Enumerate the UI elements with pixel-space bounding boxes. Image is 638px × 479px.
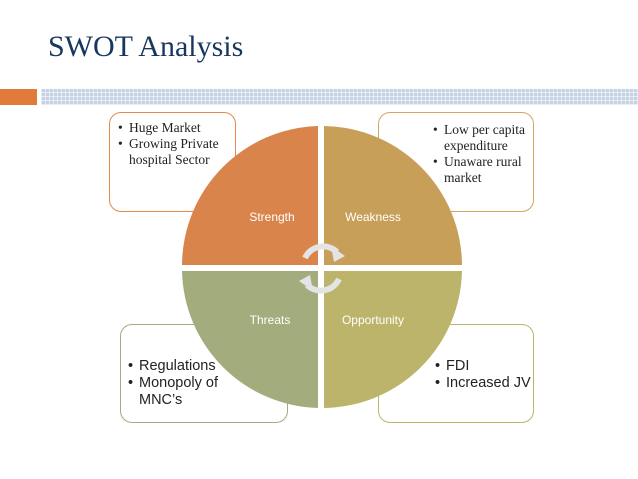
threats-label: Threats xyxy=(250,313,291,327)
strength-quadrant xyxy=(182,126,318,265)
weakness-item: Low per capita expenditure xyxy=(433,122,533,154)
opportunity-item: FDI xyxy=(435,358,535,375)
strength-label: Strength xyxy=(249,210,294,224)
opportunity-item: Increased JV xyxy=(435,375,535,392)
cycle-arrows-icon xyxy=(299,243,345,294)
strength-item: Huge Market xyxy=(118,120,238,136)
threats-item: Monopoly of MNC’s xyxy=(128,375,238,409)
threats-list: Regulations Monopoly of MNC’s xyxy=(128,358,238,409)
strength-list: Huge Market Growing Private hospital Sec… xyxy=(118,120,238,168)
weakness-quadrant xyxy=(324,126,462,265)
threats-quadrant xyxy=(182,271,318,408)
pattern-band xyxy=(41,89,638,105)
strength-item: Growing Private hospital Sector xyxy=(118,136,238,168)
opportunity-label: Opportunity xyxy=(342,313,404,327)
slide-title: SWOT Analysis xyxy=(48,30,244,63)
weakness-item: Unaware rural market xyxy=(433,154,533,186)
weakness-label: Weakness xyxy=(345,210,401,224)
opportunity-quadrant xyxy=(324,271,462,408)
accent-bar xyxy=(0,89,37,105)
opportunity-list: FDI Increased JV xyxy=(435,358,535,392)
threats-item: Regulations xyxy=(128,358,238,375)
weakness-list: Low per capita expenditure Unaware rural… xyxy=(433,122,533,186)
